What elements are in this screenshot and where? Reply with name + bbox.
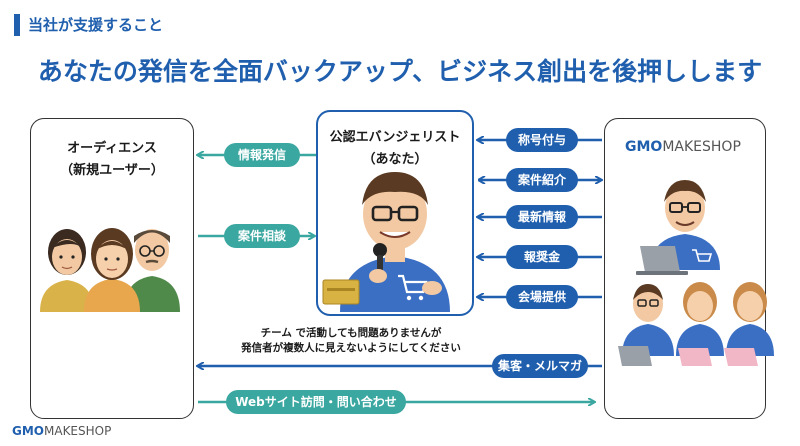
evangelist-illustration [322, 172, 450, 312]
pill-title-grant: 称号付与 [506, 128, 578, 152]
pill-info-send: 情報発信 [224, 143, 300, 167]
makeshop-team-illustration [618, 282, 774, 366]
makeshop-logo: GMOMAKESHOP [625, 139, 741, 155]
audience-title: オーディエンス [67, 141, 157, 156]
footer-logo: GMOMAKESHOP [12, 424, 112, 438]
evangelist-subtitle: （あなた） [362, 152, 428, 167]
pill-marketing: 集客・メルマガ [492, 354, 588, 378]
makeshop-staff-illustration [636, 180, 720, 275]
section-marker [14, 14, 20, 36]
pill-reward: 報奨金 [506, 245, 578, 269]
team-note-line2: 発信者が複数人に見えないようにしてください [241, 342, 461, 354]
audience-illustration [40, 228, 180, 312]
pill-web-visit: Webサイト訪問・問い合わせ [226, 390, 406, 414]
team-note-line1: チーム で活動しても問題ありませんが [260, 327, 442, 339]
pill-case-consult: 案件相談 [224, 224, 300, 248]
section-title: 当社が支援すること [28, 16, 164, 34]
evangelist-title: 公認エバンジェリスト [329, 130, 461, 145]
team-note: チーム で活動しても問題ありませんが 発信者が複数人に見えないようにしてください [216, 326, 486, 356]
pill-venue: 会場提供 [506, 285, 578, 309]
page-headline: あなたの発信を全面バックアップ、ビジネス創出を後押しします [37, 57, 763, 86]
pill-case-intro: 案件紹介 [506, 168, 578, 192]
pill-latest-info: 最新情報 [506, 205, 578, 229]
audience-subtitle: （新規ユーザー） [60, 163, 164, 178]
